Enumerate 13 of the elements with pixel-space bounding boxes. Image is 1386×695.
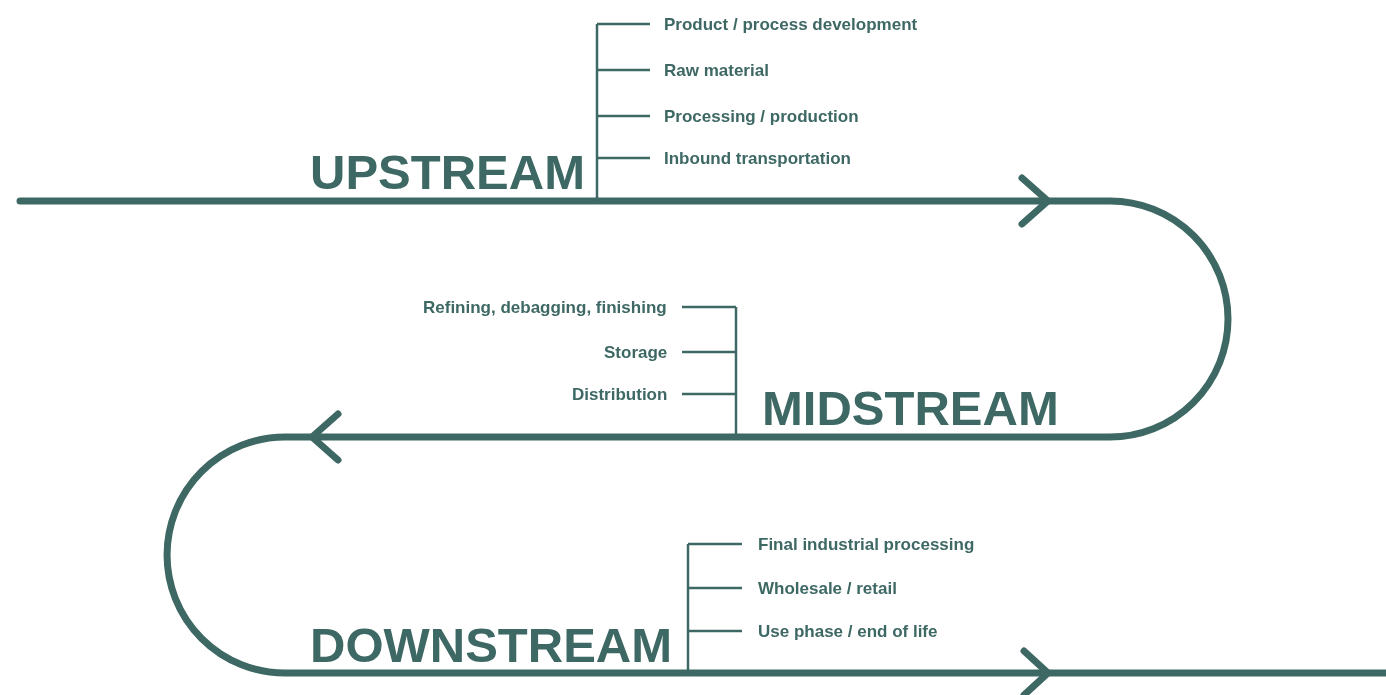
stage-step-label: Final industrial processing: [758, 535, 975, 553]
stage-step-label: Product / process development: [664, 15, 918, 33]
stage-step-label: Distribution: [572, 385, 668, 403]
stage-step-label: Storage: [604, 343, 668, 361]
stage-step-label: Inbound transportation: [664, 149, 851, 167]
stage-step-label: Wholesale / retail: [758, 579, 897, 597]
stage-heading: DOWNSTREAM: [310, 620, 673, 670]
stage-heading: UPSTREAM: [310, 147, 585, 197]
stage-step-label: Raw material: [664, 61, 769, 79]
stage-step-label: Refining, debagging, finishing: [423, 298, 667, 316]
stage-heading: MIDSTREAM: [762, 383, 1059, 433]
stage-step-label: Processing / production: [664, 107, 859, 125]
stage-step-label: Use phase / end of life: [758, 622, 938, 640]
